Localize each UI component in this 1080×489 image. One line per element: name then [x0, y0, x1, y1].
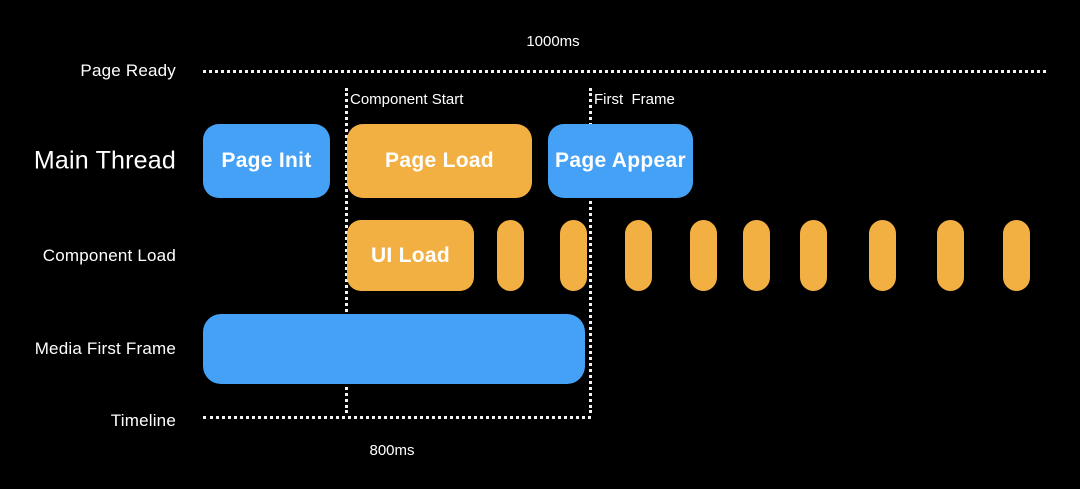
row-label-main-thread: Main Thread — [33, 146, 176, 175]
bar-component-task-4[interactable] — [690, 220, 717, 291]
bar-media-first-frame[interactable] — [203, 314, 585, 384]
bar-component-task-3[interactable] — [625, 220, 652, 291]
row-label-timeline: Timeline — [110, 411, 176, 430]
bar-component-task-7[interactable] — [869, 220, 896, 291]
row-label-component-load: Component Load — [42, 246, 176, 265]
bar-component-task-1[interactable] — [497, 220, 524, 291]
bottom-duration-caption: 800ms — [369, 442, 415, 459]
page-ready-rule — [203, 70, 1046, 73]
bar-page-init-label: Page Init — [221, 149, 312, 172]
row-label-page-ready: Page Ready — [80, 61, 176, 80]
component-start-rule — [345, 88, 348, 413]
bar-component-task-8[interactable] — [937, 220, 964, 291]
bar-ui-load[interactable]: UI Load — [347, 220, 474, 291]
bar-component-task-2[interactable] — [560, 220, 587, 291]
bar-component-task-5[interactable] — [743, 220, 770, 291]
bar-ui-load-label: UI Load — [370, 243, 451, 267]
bar-page-load[interactable]: Page Load — [347, 124, 532, 198]
bar-page-appear[interactable]: Page Appear — [548, 124, 693, 198]
timeline-rule — [203, 416, 591, 419]
bar-page-appear-label: Page Appear — [555, 149, 686, 172]
top-duration-caption: 1000ms — [526, 33, 580, 50]
bar-component-task-6[interactable] — [800, 220, 827, 291]
marker-label-component-start: Component Start — [350, 91, 464, 108]
first-frame-rule — [589, 88, 592, 413]
row-label-media-first-frame: Media First Frame — [34, 339, 176, 358]
marker-label-first-frame: First Frame — [594, 91, 675, 108]
bar-page-load-label: Page Load — [385, 149, 494, 172]
bar-component-task-9[interactable] — [1003, 220, 1030, 291]
bar-page-init[interactable]: Page Init — [203, 124, 330, 198]
